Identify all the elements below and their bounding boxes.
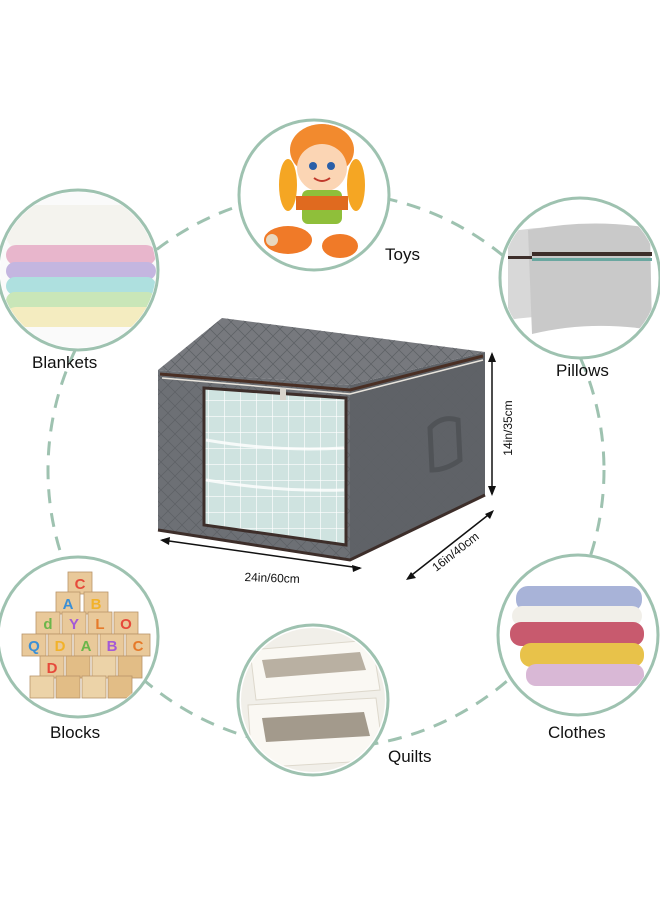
toy-block-letter: Q	[28, 638, 40, 655]
pillows-label: Pillows	[556, 361, 609, 380]
toy-block-letter: Y	[69, 616, 79, 633]
toy-block-letter: B	[107, 638, 118, 655]
toy-block	[65, 655, 91, 679]
toy-block	[29, 675, 55, 699]
toy-block	[81, 675, 107, 699]
toy-block	[107, 675, 133, 699]
depth-dimension: 16in/40cm	[429, 529, 481, 574]
storage-box	[157, 318, 486, 562]
toy-block-letter: O	[120, 616, 132, 633]
toy-block-letter: d	[43, 616, 52, 633]
blocks-label: Blocks	[50, 723, 100, 742]
toy-block-letter: D	[55, 638, 66, 655]
quilts-thumbnail	[236, 623, 390, 777]
toy-block-letter: D	[47, 660, 58, 677]
toy-block-letter: B	[91, 596, 102, 613]
quilts-label: Quilts	[388, 747, 431, 766]
pillows-thumbnail	[498, 196, 660, 360]
toy-block-letter: L	[95, 616, 104, 633]
toy-block-letter: A	[81, 638, 92, 655]
toys-thumbnail	[237, 118, 391, 272]
toys-label: Toys	[385, 245, 420, 264]
width-dimension: 24in/60cm	[244, 570, 300, 586]
blankets-label: Blankets	[32, 353, 97, 372]
toy-block	[117, 655, 143, 679]
toy-block-letter: A	[63, 596, 74, 613]
toy-block	[21, 633, 47, 657]
toy-block	[91, 655, 117, 679]
toy-block-letter: C	[133, 638, 144, 655]
toy-block-letter: C	[75, 576, 86, 593]
dimension-annotations	[160, 352, 496, 580]
clothes-label: Clothes	[548, 723, 606, 742]
height-dimension: 14in/35cm	[501, 400, 515, 455]
clothes-thumbnail	[496, 553, 660, 717]
toy-block	[55, 675, 81, 699]
blankets-thumbnail	[0, 188, 160, 352]
